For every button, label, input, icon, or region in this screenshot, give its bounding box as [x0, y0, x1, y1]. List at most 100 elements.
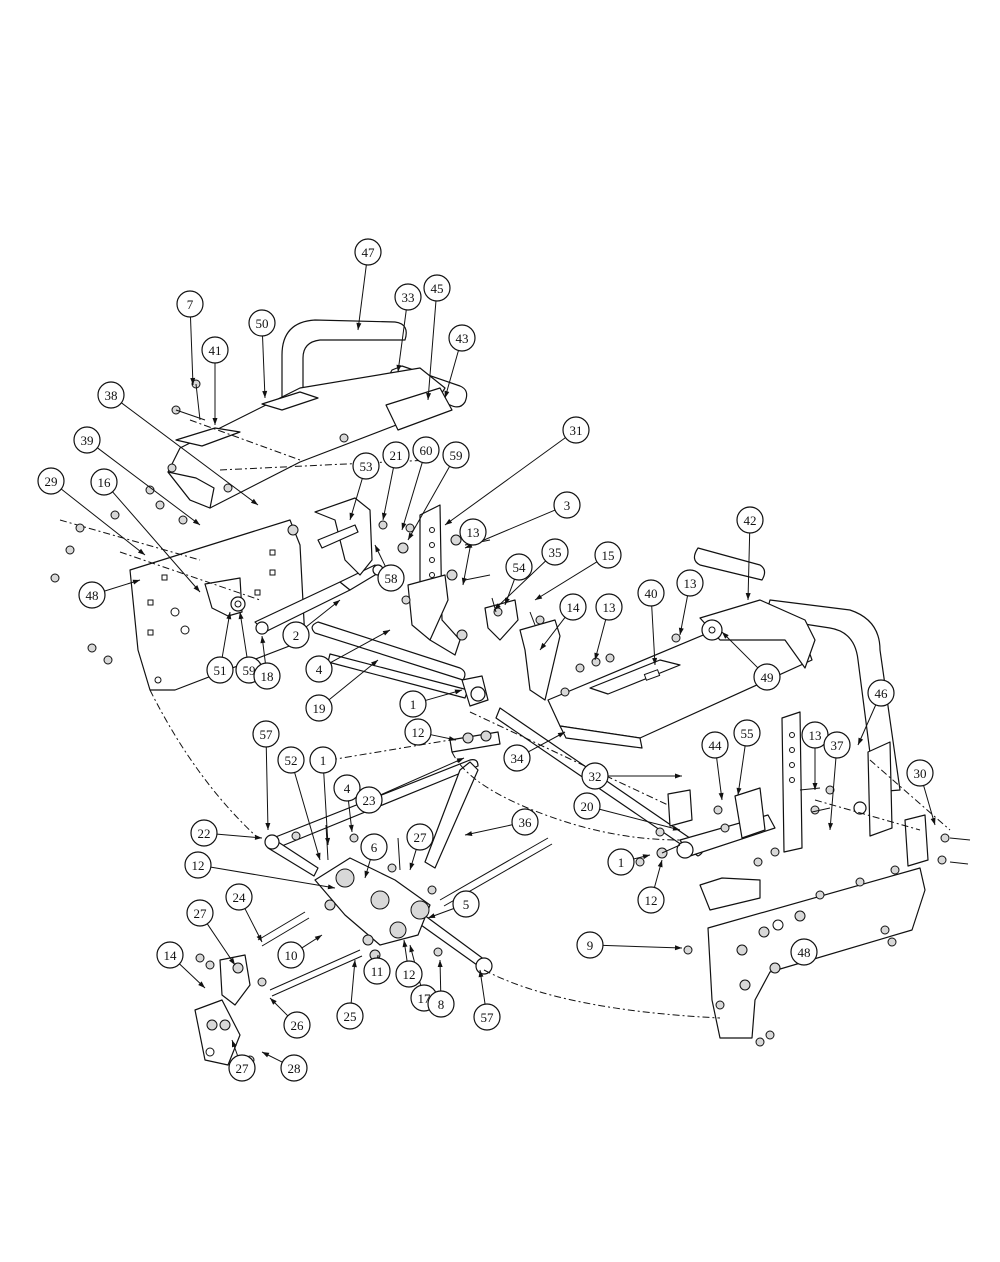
callout-arrowhead: [478, 970, 484, 978]
callout-arrowhead: [193, 585, 200, 592]
callout-circle: [867, 679, 895, 707]
callout-number: 14: [567, 600, 581, 615]
callout-number: 57: [260, 727, 274, 742]
callout-arrowhead: [456, 758, 464, 764]
callout-18: 18: [253, 662, 281, 690]
callout-number: 1: [618, 855, 625, 870]
callout-circle: [206, 656, 234, 684]
callout-circle: [459, 518, 487, 546]
callout-arrowhead: [426, 392, 432, 400]
callout-leader-40: [651, 605, 656, 666]
callout-arrowhead: [828, 822, 834, 830]
callout-leader-44: [716, 757, 723, 801]
callout-arrowhead: [250, 498, 258, 505]
callout-arrowhead: [557, 732, 565, 738]
callout-leader-31: [444, 437, 566, 526]
callout-10: 10: [277, 941, 305, 969]
callout-5: 5: [452, 890, 480, 918]
callout-leader-22: [216, 833, 263, 839]
callout-arrowhead: [675, 773, 682, 779]
callout-number: 16: [98, 475, 112, 490]
callout-leader-57: [265, 746, 269, 831]
callout-number: 43: [456, 331, 469, 346]
callout-11: 11: [363, 957, 391, 985]
callout-arrowhead: [229, 957, 235, 965]
callout-circle: [541, 538, 569, 566]
callout-number: 59: [243, 663, 256, 678]
callout-arrowhead: [408, 532, 414, 540]
callout-leader-53: [349, 478, 363, 521]
callout-leader-45: [427, 300, 437, 401]
callout-arrowhead: [745, 592, 751, 600]
callout-number: 27: [414, 830, 428, 845]
callout-number: 12: [645, 893, 658, 908]
upper-channel-front: [167, 471, 215, 509]
callout-circle: [394, 283, 422, 311]
callout-number: 31: [570, 423, 583, 438]
callout-circle: [406, 823, 434, 851]
callout-circle: [790, 938, 818, 966]
callout-circle: [823, 731, 851, 759]
callout-circle: [97, 381, 125, 409]
callout-circle: [176, 290, 204, 318]
callout-circle: [503, 744, 531, 772]
callout-arrowhead: [409, 945, 415, 953]
callout-arrowhead: [535, 594, 543, 600]
callout-number: 41: [209, 343, 222, 358]
callout-leader-4: [330, 629, 391, 664]
callout-16: 16: [90, 468, 118, 496]
callout-number: 51: [214, 663, 227, 678]
callout-arrowhead: [132, 579, 140, 585]
callout-number: 14: [164, 948, 178, 963]
callout-circle: [277, 746, 305, 774]
callout-27: 27: [186, 899, 214, 927]
callout-23: 23: [355, 786, 383, 814]
callout-40: 40: [637, 579, 665, 607]
bracket-54: [484, 599, 519, 641]
bracket-14-lower: [194, 999, 241, 1066]
callout-arrowhead: [375, 545, 381, 553]
callout-arrowhead: [736, 787, 742, 795]
bracket-30: [904, 814, 929, 867]
callout-circle: [399, 690, 427, 718]
callout-22: 22: [190, 819, 218, 847]
callout-number: 32: [589, 769, 602, 784]
callout-25: 25: [336, 1002, 364, 1030]
callout-29: 29: [37, 467, 65, 495]
callout-12: 12: [184, 851, 212, 879]
callout-circle: [333, 774, 361, 802]
callout-number: 47: [362, 245, 376, 260]
callout-circle: [305, 694, 333, 722]
callout-circle: [423, 274, 451, 302]
callout-circle: [336, 1002, 364, 1030]
callout-number: 20: [581, 799, 594, 814]
callout-14: 14: [156, 941, 184, 969]
bracket-44: [734, 787, 766, 839]
line-art: [50, 319, 971, 1066]
callout-leader-20: [599, 808, 681, 831]
callout-circle: [248, 309, 276, 337]
callout-leader-59: [407, 466, 451, 541]
callout-arrowhead: [454, 689, 462, 695]
callout-circle: [637, 886, 665, 914]
callout-20: 20: [573, 792, 601, 820]
callout-number: 33: [402, 290, 415, 305]
callout-number: 3: [564, 498, 571, 513]
callout-leader-38: [121, 402, 259, 506]
callout-leader-35: [493, 560, 546, 611]
callout-circle: [277, 941, 305, 969]
callout-circle: [594, 541, 622, 569]
callout-leader-15: [534, 561, 598, 601]
callout-number: 4: [344, 781, 351, 796]
callout-34: 34: [503, 744, 531, 772]
callout-leader-16: [112, 491, 201, 593]
callout-arrowhead: [349, 512, 355, 520]
callout-number: 22: [198, 826, 211, 841]
callout-arrowhead: [314, 935, 322, 941]
link-12: [449, 731, 501, 753]
callout-circle: [395, 960, 423, 988]
callout-circle: [473, 1003, 501, 1031]
callout-number: 1: [410, 697, 417, 712]
